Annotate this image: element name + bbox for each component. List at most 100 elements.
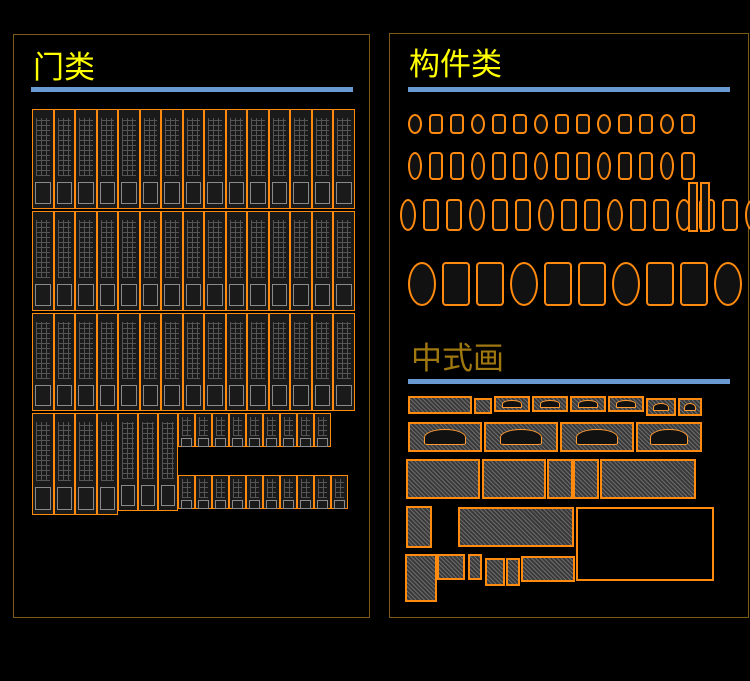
door-panel bbox=[246, 475, 263, 510]
component-ornament bbox=[492, 114, 506, 134]
door-panel bbox=[247, 109, 269, 209]
component-ornament bbox=[442, 262, 470, 306]
door-panel bbox=[96, 313, 118, 411]
chinese-painting bbox=[547, 459, 573, 499]
door-panel bbox=[280, 475, 297, 510]
door-panel bbox=[333, 109, 355, 209]
component-ornament bbox=[429, 114, 443, 134]
door-panel bbox=[333, 313, 355, 411]
door-panel bbox=[75, 413, 97, 515]
door-panel bbox=[32, 109, 54, 209]
chinese-painting bbox=[532, 396, 568, 412]
fan-motif bbox=[653, 402, 669, 412]
door-panel bbox=[290, 313, 312, 411]
door-panel bbox=[32, 413, 54, 515]
components-title: 构件类 bbox=[409, 47, 502, 83]
door-panel bbox=[314, 413, 331, 448]
chinese-painting bbox=[636, 422, 702, 452]
component-ornament bbox=[646, 262, 674, 306]
door-panel bbox=[178, 475, 195, 510]
chinese-painting bbox=[408, 422, 482, 452]
chinese-painting bbox=[468, 554, 482, 580]
chinese-painting bbox=[600, 459, 696, 499]
components-divider bbox=[408, 87, 730, 92]
component-ornament bbox=[515, 199, 531, 231]
door-panel bbox=[229, 475, 246, 510]
door-panel bbox=[263, 413, 280, 448]
chinese-painting bbox=[474, 398, 492, 414]
door-panel bbox=[118, 313, 140, 411]
component-ornament bbox=[471, 114, 485, 134]
component-ornament bbox=[607, 199, 623, 231]
door-panel bbox=[290, 211, 312, 311]
fan-motif bbox=[650, 428, 688, 446]
door-panel bbox=[204, 109, 226, 209]
component-ornament bbox=[660, 152, 674, 180]
door-panel bbox=[311, 109, 333, 209]
component-ornament bbox=[423, 199, 439, 231]
door-panel bbox=[53, 109, 75, 209]
door-panel bbox=[139, 211, 161, 311]
fan-motif bbox=[576, 428, 618, 446]
component-ornament bbox=[544, 262, 572, 306]
door-panel bbox=[204, 313, 226, 411]
component-ornament bbox=[538, 199, 554, 231]
component-ornament bbox=[450, 114, 464, 134]
door-panel bbox=[229, 413, 246, 448]
fan-motif bbox=[540, 400, 560, 408]
door-panel bbox=[280, 413, 297, 448]
door-panel bbox=[161, 313, 183, 411]
door-panel bbox=[138, 413, 158, 511]
door-panel bbox=[331, 475, 348, 510]
door-panel bbox=[161, 109, 183, 209]
chinese-painting bbox=[494, 396, 530, 412]
door-panel bbox=[290, 109, 312, 209]
door-panel bbox=[212, 475, 229, 510]
chinese-painting bbox=[570, 396, 606, 412]
door-panel bbox=[268, 211, 290, 311]
door-panel bbox=[161, 211, 183, 311]
chinese-painting bbox=[437, 554, 465, 580]
component-ornament bbox=[680, 262, 708, 306]
component-ornament bbox=[476, 262, 504, 306]
component-ornament bbox=[513, 152, 527, 180]
door-panel bbox=[96, 109, 118, 209]
door-panel bbox=[333, 211, 355, 311]
component-ornament bbox=[639, 152, 653, 180]
fan-motif bbox=[684, 402, 696, 412]
door-panel bbox=[247, 313, 269, 411]
doors-title: 门类 bbox=[33, 50, 95, 86]
chinese-painting bbox=[458, 507, 574, 547]
door-panel bbox=[311, 313, 333, 411]
chinese-painting bbox=[408, 396, 472, 414]
door-panel bbox=[139, 313, 161, 411]
door-panel bbox=[268, 109, 290, 209]
chinese-painting bbox=[646, 398, 676, 416]
component-ornament bbox=[555, 114, 569, 134]
component-ornament bbox=[660, 114, 674, 134]
component-ornament bbox=[400, 199, 416, 231]
door-panel bbox=[118, 211, 140, 311]
door-panel bbox=[75, 313, 97, 411]
door-panel bbox=[225, 109, 247, 209]
component-ornament bbox=[408, 152, 422, 180]
door-panel bbox=[139, 109, 161, 209]
component-ornament bbox=[492, 152, 506, 180]
component-ornament bbox=[639, 114, 653, 134]
doors-divider bbox=[31, 87, 353, 92]
component-ornament bbox=[561, 199, 577, 231]
component-ornament bbox=[471, 152, 485, 180]
door-panel bbox=[297, 475, 314, 510]
door-panel bbox=[195, 413, 212, 448]
component-ornament bbox=[681, 114, 695, 134]
component-ornament bbox=[510, 262, 538, 306]
components-panel: 构件类 中式画 bbox=[389, 33, 750, 618]
component-ornament bbox=[681, 152, 695, 180]
door-panel bbox=[212, 413, 229, 448]
fan-motif bbox=[616, 400, 636, 408]
chinese-painting bbox=[576, 507, 714, 581]
component-ornament bbox=[714, 262, 742, 306]
door-panel bbox=[195, 475, 212, 510]
door-panel bbox=[297, 413, 314, 448]
door-panel bbox=[118, 109, 140, 209]
